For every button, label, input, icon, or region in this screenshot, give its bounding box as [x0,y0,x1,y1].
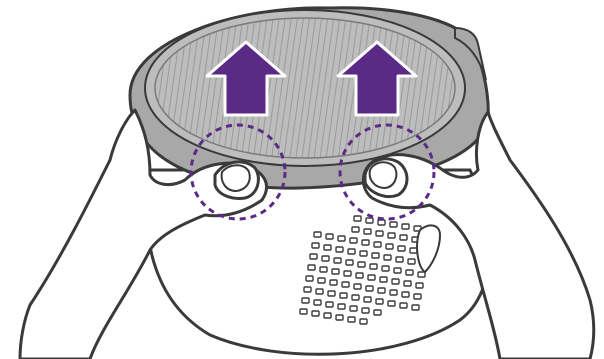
grille-hole [364,297,371,302]
grille-hole [376,299,383,304]
grille-hole [348,317,355,322]
grille-hole [342,282,349,287]
grille-hole [336,315,343,320]
grille-hole [390,222,397,227]
grille-hole [402,292,409,297]
grille-hole [388,233,395,238]
grille-hole [394,268,401,273]
grille-hole [308,265,315,270]
grille-hole [366,218,373,223]
grille-hole [320,267,327,272]
grille-hole [386,244,393,249]
grille-hole [352,295,359,300]
grille-hole [316,289,323,294]
grille-hole [334,258,341,263]
grille-hole [360,319,367,324]
grille-hole [338,236,345,241]
grille-hole [362,240,369,245]
grille-hole [402,224,409,229]
grille-hole [312,243,319,248]
grille-hole [378,288,385,293]
grille-hole [314,300,321,305]
grille-hole [384,255,391,260]
grille-hole [398,246,405,251]
grille-hole [362,308,369,313]
grille-hole [304,287,311,292]
grille-hole [332,269,339,274]
grille-hole [344,271,351,276]
grille-hole [330,280,337,285]
grille-hole [338,304,345,309]
grille-hole [356,273,363,278]
grille-hole [306,276,313,281]
grille-hole [374,242,381,247]
grille-hole [368,275,375,280]
grille-hole [410,248,417,253]
grille-hole [396,257,403,262]
grille-hole [336,247,343,252]
grille-hole [326,302,333,307]
grille-hole [350,306,357,311]
grille-hole [374,310,381,315]
grille-hole [310,254,317,259]
grille-hole [400,303,407,308]
grille-hole [318,278,325,283]
grille-hole [378,220,385,225]
grille-hole [348,249,355,254]
grille-hole [326,234,333,239]
grille-hole [352,227,359,232]
grille-hole [346,260,353,265]
grille-hole [404,281,411,286]
grille-hole [324,313,331,318]
grille-hole [388,301,395,306]
grille-hole [370,264,377,269]
grille-hole [418,272,425,277]
grille-hole [354,216,361,221]
grille-hole [324,245,331,250]
grille-hole [328,291,335,296]
grille-hole [416,283,423,288]
grille-hole [358,262,365,267]
grille-hole [380,277,387,282]
grille-hole [414,294,421,299]
grille-hole [350,238,357,243]
grille-hole [354,284,361,289]
grille-hole [412,305,419,310]
grille-hole [372,253,379,258]
grille-hole [408,259,415,264]
grille-hole [314,232,321,237]
grille-hole [390,290,397,295]
grille-hole [302,298,309,303]
grille-hole [322,256,329,261]
grille-hole [382,266,389,271]
grille-hole [364,229,371,234]
grille-hole [376,231,383,236]
grille-hole [340,293,347,298]
grille-hole [300,309,307,314]
grille-hole [366,286,373,291]
grille-hole [360,251,367,256]
grille-hole [312,311,319,316]
grille-hole [392,279,399,284]
grille-hole [406,270,413,275]
grille-hole [400,235,407,240]
